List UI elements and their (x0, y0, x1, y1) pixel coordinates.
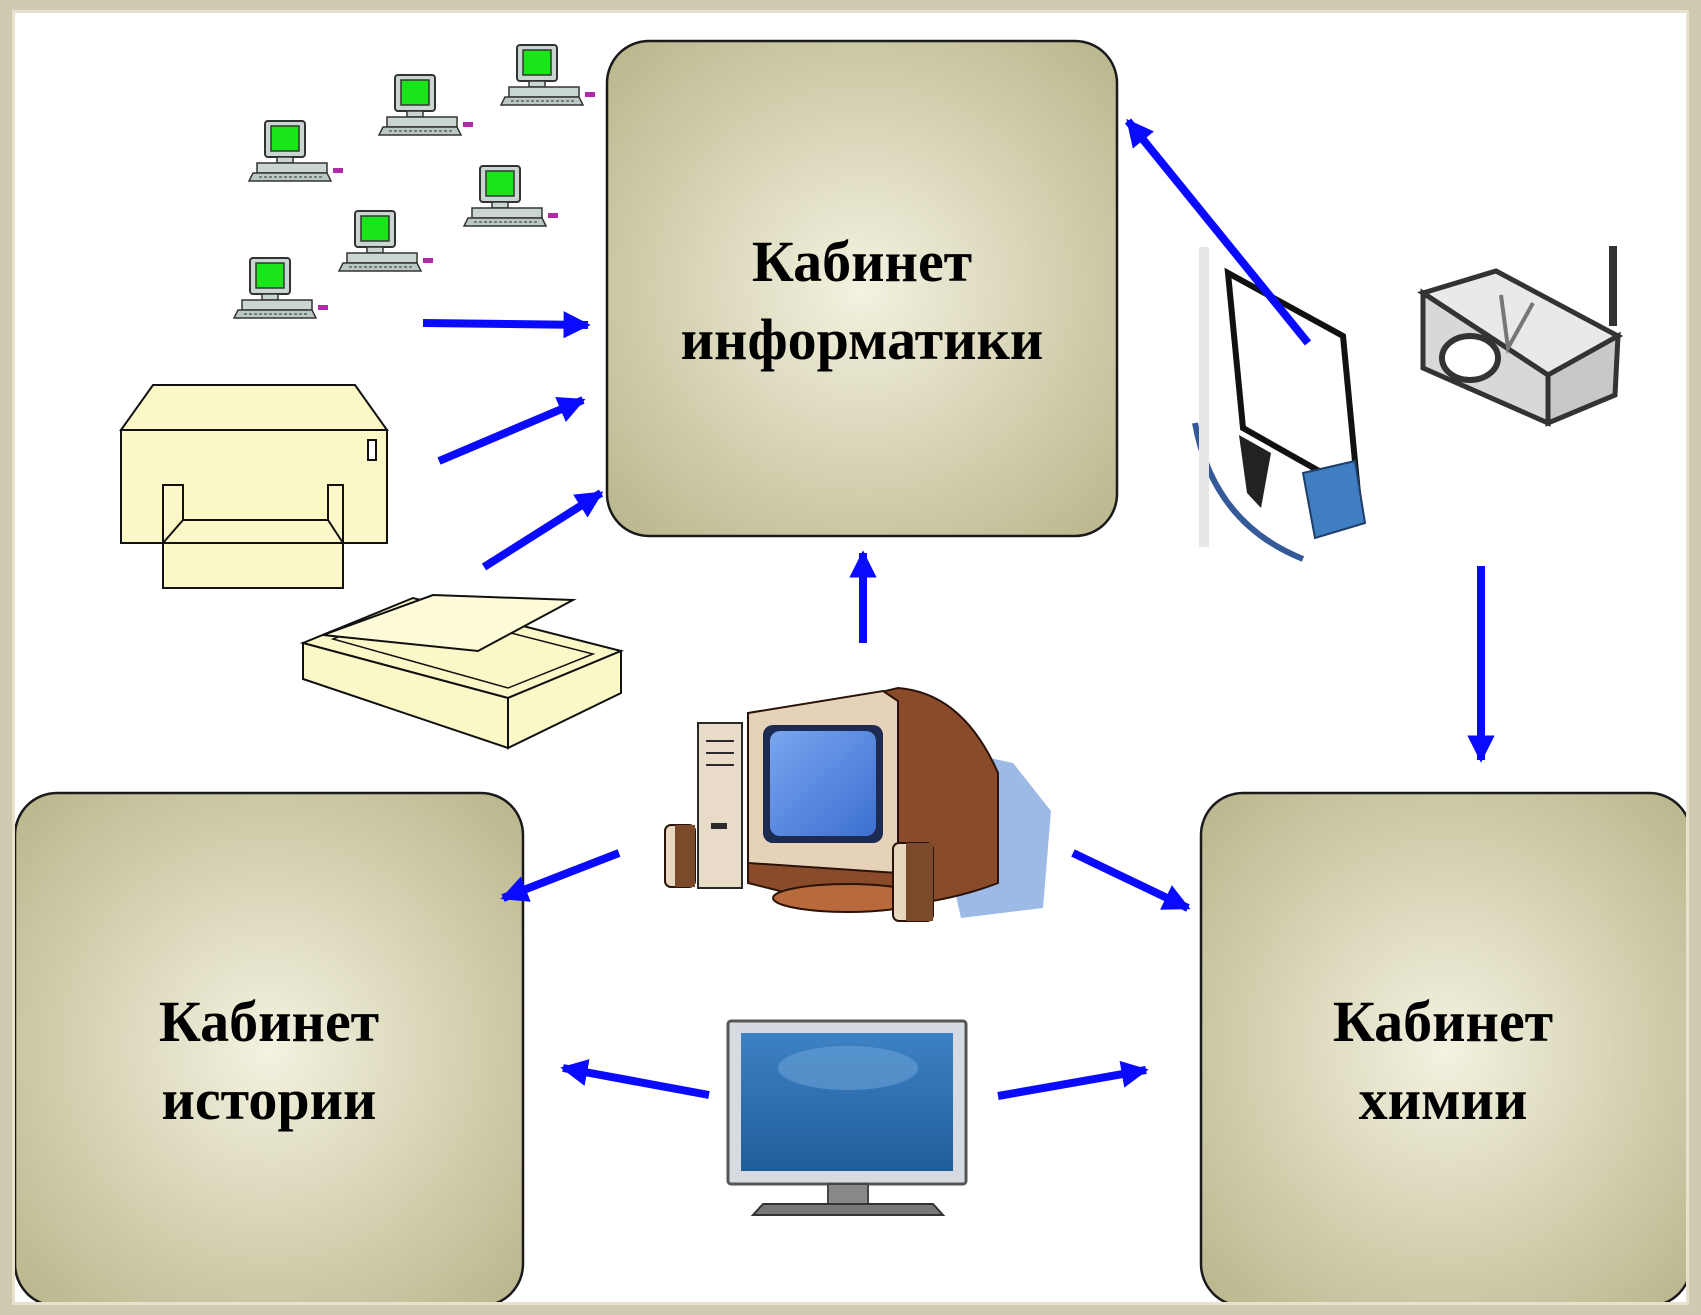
diagram-canvas (15, 39, 1686, 1302)
network-computer-icon (338, 210, 434, 272)
network-computer-icon (233, 257, 329, 319)
arrow-computers-to-informatics (422, 311, 591, 339)
network-computer-icon (378, 74, 474, 136)
network-computer-icon (463, 165, 559, 227)
scanner-icon (299, 593, 625, 750)
arrow-computer-to-history (500, 849, 621, 902)
room-informatics (605, 39, 1119, 538)
projector-icon (1417, 246, 1624, 427)
desktop-computer-icon (664, 686, 1051, 922)
printer-icon (119, 384, 389, 589)
interactive-whiteboard-icon (1192, 247, 1367, 562)
arrows (422, 118, 1495, 1100)
diagram-frame: Кабинет информатики Кабинет истории Каби… (12, 10, 1689, 1305)
network-computer-icon (248, 120, 344, 182)
room-history (15, 791, 525, 1302)
network-computer-icon (500, 44, 596, 106)
flat-tv-icon (726, 1019, 968, 1216)
arrow-tv-to-chemistry (997, 1060, 1149, 1100)
whiteboard-projector-picture (1192, 246, 1624, 562)
arrow-scanner-to-informatics (481, 489, 604, 571)
room-chemistry (1199, 791, 1686, 1302)
network-computers (233, 44, 596, 319)
arrow-tv-to-history (560, 1059, 710, 1099)
arrow-computer-to-chemistry (1071, 849, 1191, 912)
arrow-printer-to-informatics (437, 396, 586, 465)
arrow-whiteboard-to-informatics (1124, 118, 1312, 346)
